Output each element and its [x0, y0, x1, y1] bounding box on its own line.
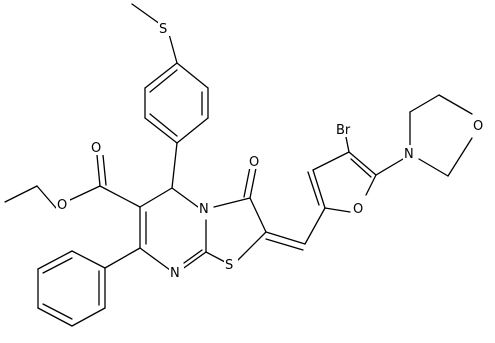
atom-label-ester-ether-o: O: [57, 198, 67, 213]
bond: [37, 307, 73, 327]
atom-label-ester-carbonyl-o: O: [91, 141, 101, 156]
bond: [171, 142, 178, 189]
atom-label-ketone-o: O: [249, 155, 259, 170]
bond: [144, 117, 178, 144]
bond: [42, 303, 73, 320]
bond: [71, 250, 106, 269]
bond: [99, 185, 141, 208]
bond: [265, 231, 306, 245]
bond: [409, 94, 440, 113]
atom-label-bromine: Br: [336, 123, 351, 138]
atom-label-pyrimidine-n: N: [170, 266, 180, 281]
bond: [235, 231, 267, 263]
bond: [312, 169, 326, 209]
bond: [4, 185, 38, 203]
bond: [307, 171, 320, 206]
bond: [350, 158, 372, 178]
label-background: [198, 200, 213, 216]
label-background: [335, 121, 357, 137]
bond: [375, 158, 404, 176]
bond: [149, 113, 178, 137]
bonds: [4, 3, 473, 327]
label-background: [472, 117, 486, 133]
bond: [96, 154, 101, 187]
bond: [69, 185, 101, 201]
label-background: [169, 264, 184, 280]
bond: [171, 187, 199, 208]
bond: [213, 197, 251, 208]
bond: [265, 238, 304, 251]
bond: [243, 166, 251, 198]
atom-label-morpholine-o: O: [473, 119, 483, 134]
bond: [312, 151, 350, 171]
bond: [180, 251, 207, 271]
bond: [102, 154, 107, 186]
atom-label-furan-o: O: [353, 202, 363, 217]
label-background: [158, 20, 172, 36]
bond: [249, 167, 257, 199]
bond: [139, 187, 173, 208]
bond: [168, 33, 178, 64]
label-background: [56, 196, 70, 212]
label-background: [403, 145, 418, 161]
atom-label-morpholine-n: N: [404, 147, 414, 162]
atom-label-thiazole-s: S: [225, 258, 233, 273]
bond: [447, 137, 473, 177]
atom-label-methylthio-s: S: [159, 22, 167, 37]
bond: [249, 197, 267, 233]
bond: [418, 158, 449, 177]
atom-label-ring-n: N: [199, 202, 209, 217]
bond: [144, 62, 178, 89]
bond: [36, 185, 57, 209]
bond: [348, 151, 377, 176]
label-background: [90, 139, 104, 155]
bond: [205, 251, 226, 263]
bond: [71, 307, 106, 327]
bond: [176, 117, 209, 144]
label-background: [248, 153, 262, 169]
bond: [37, 250, 73, 270]
bond: [365, 174, 377, 196]
bond: [183, 249, 203, 264]
bond: [104, 247, 141, 269]
bond: [304, 207, 326, 245]
atom-labels: S O O N O N S Br O N O: [56, 20, 486, 281]
bond: [345, 136, 350, 153]
label-background: [224, 256, 238, 272]
bond: [438, 94, 473, 115]
bond: [139, 247, 171, 271]
label-background: [352, 200, 366, 216]
bond: [42, 257, 73, 274]
bond: [324, 207, 351, 213]
bond: [131, 3, 161, 25]
bond: [176, 62, 209, 89]
bond: [149, 69, 178, 93]
